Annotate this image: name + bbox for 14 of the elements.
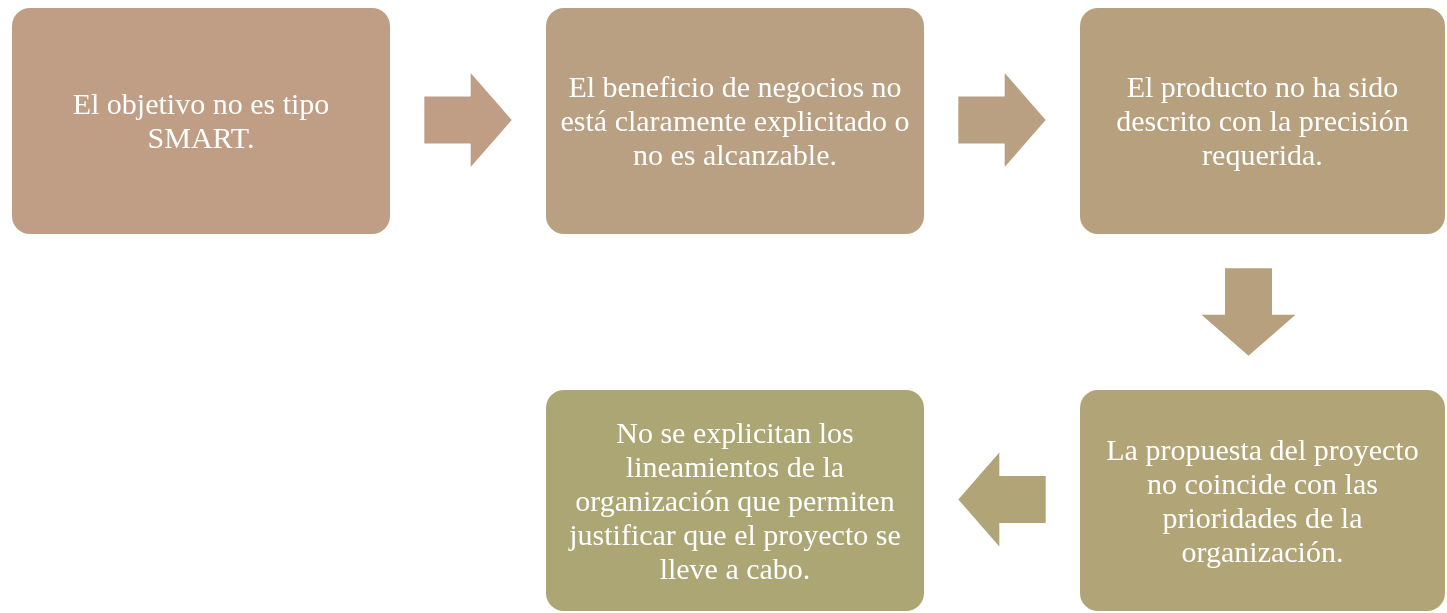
box-text: El objetivo no es tipo SMART. (71, 87, 331, 155)
block-arrow (424, 73, 512, 167)
process-box (1080, 390, 1445, 611)
block-arrow (958, 452, 1046, 547)
box-text: La propuesta del proyecto no coincide con las prioridades de la organización. (1105, 432, 1420, 569)
process-box (546, 390, 924, 611)
process-box (546, 8, 924, 234)
box-text: El producto no ha sido descrito con la precisión requerida. (1115, 70, 1410, 172)
box-text: No se explicitan los lineamientos de la organización que permiten justificar que el proyecto se lleve a cabo. (567, 415, 902, 586)
block-arrow (958, 73, 1046, 167)
block-arrow (1201, 268, 1296, 356)
box-text: El beneficio de negocios no está claramente explicitado o no es alcanzable. (559, 70, 911, 172)
process-box (12, 8, 390, 234)
process-box (1080, 8, 1445, 234)
